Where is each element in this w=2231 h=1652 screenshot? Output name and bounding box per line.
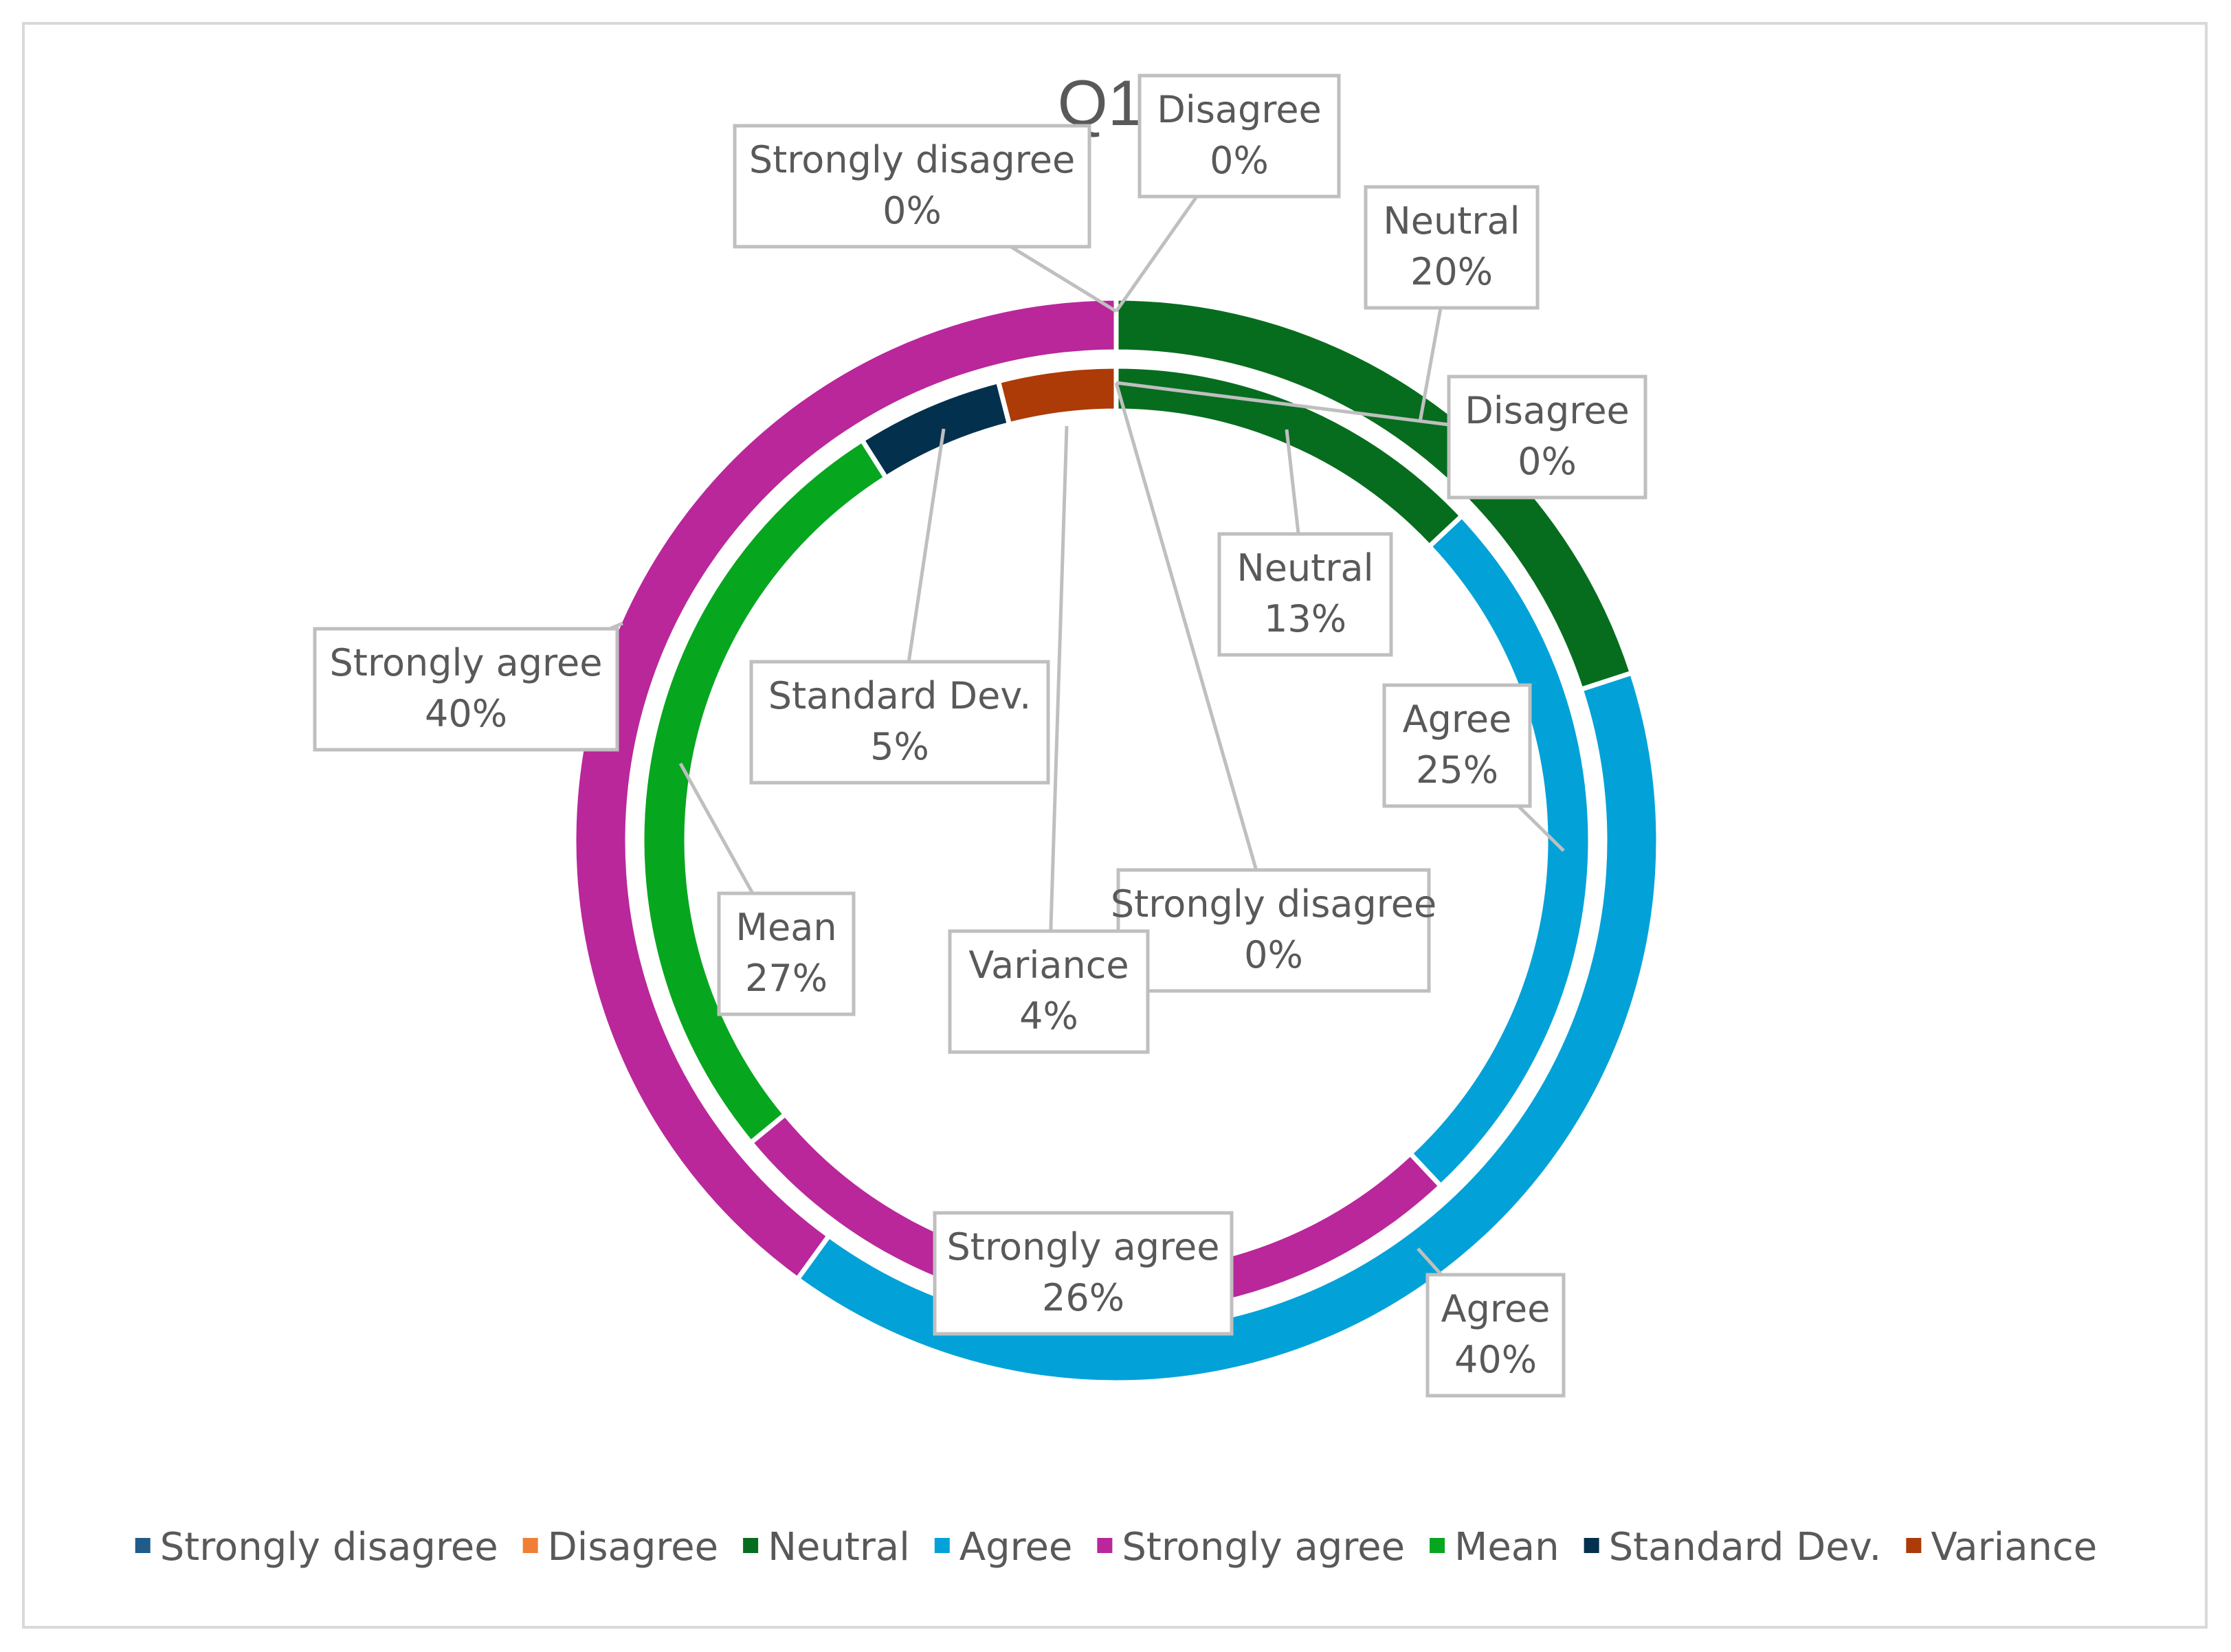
legend-label-mean: Mean bbox=[1454, 1525, 1560, 1570]
legend-label-disagree: Disagree bbox=[548, 1525, 718, 1570]
inner-label-disagree-leader bbox=[1116, 381, 1450, 427]
inner-label-agree-leader bbox=[1517, 805, 1565, 852]
legend-label-variance: Variance bbox=[1931, 1525, 2097, 1570]
legend-entry-standard-dev: Standard Dev. bbox=[1584, 1525, 1882, 1570]
inner-label-standard-dev: Standard Dev. 5% bbox=[749, 660, 1050, 785]
leader-layer bbox=[609, 195, 1565, 1276]
legend-entry-variance: Variance bbox=[1906, 1525, 2097, 1570]
legend-swatch-standard-dev bbox=[1584, 1538, 1599, 1553]
legend-entry-strongly-disagree: Strongly disagree bbox=[135, 1525, 498, 1570]
outer-label-neutral: Neutral 20% bbox=[1364, 185, 1540, 310]
legend-swatch-variance bbox=[1906, 1538, 1922, 1553]
inner-label-mean: Mean 27% bbox=[717, 891, 856, 1016]
inner-label-disagree-category: Disagree bbox=[1465, 389, 1630, 432]
inner-label-variance-leader bbox=[1049, 425, 1069, 932]
legend-label-neutral: Neutral bbox=[768, 1525, 910, 1570]
outer-label-disagree-value: 0% bbox=[1210, 139, 1269, 182]
inner-label-variance: Variance 4% bbox=[948, 929, 1150, 1054]
inner-label-strongly-agree-category: Strongly agree bbox=[947, 1225, 1220, 1269]
legend-label-strongly-agree: Strongly agree bbox=[1122, 1525, 1405, 1570]
inner-label-agree-box bbox=[1382, 683, 1532, 808]
legend-swatch-agree bbox=[934, 1538, 950, 1553]
legend: Strongly disagree Disagree Neutral Agree Str… bbox=[135, 1525, 2097, 1570]
outer-label-neutral-box bbox=[1364, 185, 1540, 310]
legend-entry-disagree: Disagree bbox=[522, 1525, 718, 1570]
outer-label-neutral-leader bbox=[1418, 307, 1443, 423]
inner-label-standard-dev-box bbox=[749, 660, 1050, 785]
inner-label-variance-value: 4% bbox=[1019, 994, 1078, 1038]
inner-label-mean-value: 27% bbox=[745, 957, 828, 1000]
inner-label-standard-dev-value: 5% bbox=[870, 725, 929, 768]
inner-label-neutral: Neutral 13% bbox=[1217, 532, 1393, 657]
legend-entry-agree: Agree bbox=[934, 1525, 1073, 1570]
inner-label-mean-box bbox=[717, 891, 856, 1016]
inner-label-standard-dev-leader bbox=[907, 428, 946, 662]
legend-swatch-neutral bbox=[743, 1538, 759, 1553]
outer-label-neutral-value: 20% bbox=[1410, 250, 1493, 293]
legend-swatch-disagree bbox=[522, 1538, 538, 1553]
legend-entry-mean: Mean bbox=[1430, 1525, 1560, 1570]
label-layer: Strongly disagree 0% Disagree 0% Neutral 20% A… bbox=[313, 74, 1647, 1398]
outer-label-disagree-category: Disagree bbox=[1157, 88, 1322, 131]
inner-label-mean-category: Mean bbox=[735, 906, 836, 949]
legend-label-standard-dev: Standard Dev. bbox=[1609, 1525, 1882, 1570]
legend-swatch-strongly-disagree bbox=[135, 1538, 151, 1553]
inner-label-strongly-disagree-category: Strongly disagree bbox=[1111, 882, 1436, 926]
outer-label-agree-leader bbox=[1417, 1247, 1443, 1276]
outer-label-strongly-agree-box bbox=[313, 627, 619, 752]
outer-ring-slice-strongly-agree bbox=[571, 295, 1119, 1283]
inner-ring-slice-variance bbox=[995, 364, 1119, 427]
inner-label-strongly-agree: Strongly agree 26% bbox=[933, 1211, 1234, 1336]
outer-label-strongly-disagree-value: 0% bbox=[883, 189, 942, 232]
inner-label-disagree-box bbox=[1447, 375, 1647, 500]
outer-label-disagree: Disagree 0% bbox=[1137, 74, 1341, 199]
inner-label-neutral-value: 13% bbox=[1264, 597, 1346, 640]
inner-label-disagree: Disagree 0% bbox=[1447, 375, 1647, 500]
outer-label-strongly-disagree-box bbox=[733, 124, 1091, 249]
inner-label-neutral-category: Neutral bbox=[1236, 546, 1373, 590]
ring-layer bbox=[571, 295, 1661, 1385]
outer-label-agree-value: 40% bbox=[1454, 1338, 1537, 1381]
inner-label-strongly-disagree-leader bbox=[1114, 382, 1258, 871]
inner-label-strongly-agree-value: 26% bbox=[1042, 1276, 1124, 1319]
inner-label-disagree-value: 0% bbox=[1518, 440, 1577, 483]
outer-label-strongly-agree-category: Strongly agree bbox=[330, 641, 603, 684]
outer-label-strongly-disagree-leader bbox=[1010, 245, 1118, 313]
outer-label-strongly-disagree-category: Strongly disagree bbox=[749, 138, 1075, 181]
inner-label-agree-value: 25% bbox=[1416, 748, 1498, 792]
outer-label-disagree-box bbox=[1137, 74, 1341, 199]
outer-label-strongly-disagree: Strongly disagree 0% bbox=[733, 124, 1091, 249]
inner-label-standard-dev-category: Standard Dev. bbox=[768, 674, 1032, 717]
legend-swatch-strongly-agree bbox=[1097, 1538, 1113, 1553]
outer-label-agree: Agree 40% bbox=[1425, 1273, 1566, 1398]
outer-label-neutral-category: Neutral bbox=[1383, 199, 1520, 243]
inner-label-variance-category: Variance bbox=[968, 944, 1129, 987]
outer-label-agree-category: Agree bbox=[1441, 1287, 1551, 1330]
inner-label-neutral-leader bbox=[1285, 429, 1300, 535]
inner-label-agree-category: Agree bbox=[1403, 697, 1512, 741]
outer-label-strongly-agree-value: 40% bbox=[425, 692, 507, 735]
legend-entry-strongly-agree: Strongly agree bbox=[1097, 1525, 1405, 1570]
legend-label-strongly-disagree: Strongly disagree bbox=[160, 1525, 498, 1570]
inner-label-variance-box bbox=[948, 929, 1150, 1054]
inner-label-agree: Agree 25% bbox=[1382, 683, 1532, 808]
legend-swatch-mean bbox=[1430, 1538, 1445, 1553]
inner-label-strongly-disagree-value: 0% bbox=[1244, 933, 1303, 976]
outer-label-agree-box bbox=[1425, 1273, 1566, 1398]
legend-entry-neutral: Neutral bbox=[743, 1525, 910, 1570]
inner-label-strongly-agree-box bbox=[933, 1211, 1234, 1336]
inner-label-neutral-box bbox=[1217, 532, 1393, 657]
inner-label-strongly-disagree: Strongly disagree 0% bbox=[1111, 868, 1436, 993]
outer-label-strongly-agree: Strongly agree 40% bbox=[313, 627, 619, 752]
outer-label-disagree-leader bbox=[1114, 195, 1199, 313]
legend-label-agree: Agree bbox=[959, 1525, 1073, 1570]
inner-label-mean-leader bbox=[678, 762, 755, 895]
